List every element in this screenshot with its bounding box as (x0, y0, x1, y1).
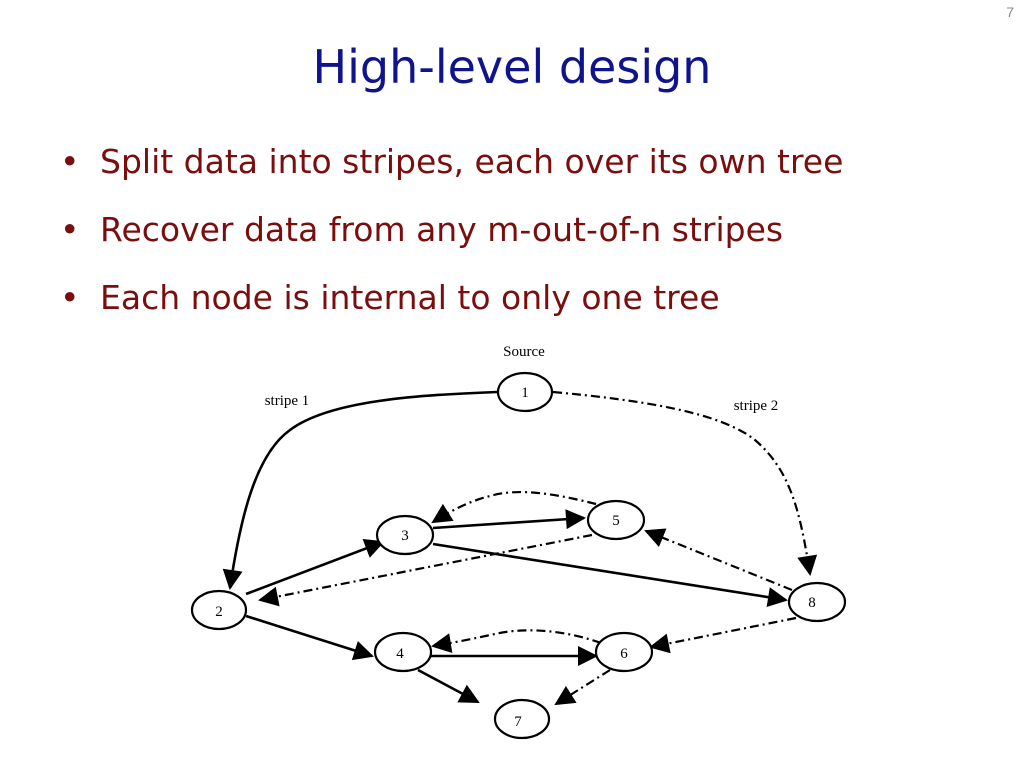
bullet-text: Each node is internal to only one tree (100, 278, 720, 317)
node-4: 4 (373, 631, 433, 673)
node-3-label: 3 (401, 528, 409, 544)
page-number: 7 (1006, 4, 1014, 20)
edge-3-to-5 (432, 509, 586, 530)
node-7-label: 7 (514, 714, 522, 730)
node-1-label: 1 (521, 385, 529, 401)
bullet-item: • Each node is internal to only one tree (60, 276, 843, 344)
node-6: 6 (594, 631, 654, 673)
node-8-label: 8 (808, 595, 816, 611)
node-1: 1 (496, 371, 554, 413)
node-8: 8 (787, 581, 847, 623)
edge-6-to-4 (431, 629, 602, 654)
stripe-1-label: stripe 1 (265, 393, 310, 409)
bullet-dot-icon: • (60, 278, 80, 317)
edge-8-to-5 (644, 528, 793, 592)
source-label: Source (503, 344, 545, 360)
edge-1-to-8 (552, 390, 818, 576)
bullet-dot-icon: • (60, 142, 80, 181)
bullet-text: Split data into stripes, each over its o… (100, 142, 844, 181)
bullet-list: • Split data into stripes, each over its… (60, 140, 843, 344)
node-2-label: 2 (215, 604, 223, 620)
node-5: 5 (586, 499, 646, 541)
edge-2-to-4 (245, 614, 374, 661)
slide-title: High-level design (312, 40, 712, 94)
node-7: 7 (493, 698, 551, 740)
node-6-label: 6 (620, 646, 628, 662)
edge-2-to-3 (245, 539, 385, 596)
stripe-2-label: stripe 2 (734, 398, 779, 414)
edge-1-to-2 (222, 390, 498, 590)
node-2: 2 (190, 589, 248, 631)
node-3: 3 (375, 514, 435, 556)
node-5-label: 5 (612, 513, 620, 529)
edge-3-to-8 (432, 542, 788, 608)
bullet-item: • Split data into stripes, each over its… (60, 140, 843, 208)
bullet-item: • Recover data from any m-out-of-n strip… (60, 208, 843, 276)
bullet-dot-icon: • (60, 210, 80, 249)
edge-8-to-6 (649, 616, 797, 654)
node-4-label: 4 (396, 646, 404, 662)
edge-5-to-3 (431, 491, 597, 524)
edge-4-to-7 (417, 668, 480, 704)
edge-6-to-7 (554, 669, 611, 706)
bullet-text: Recover data from any m-out-of-n stripes (100, 210, 784, 249)
